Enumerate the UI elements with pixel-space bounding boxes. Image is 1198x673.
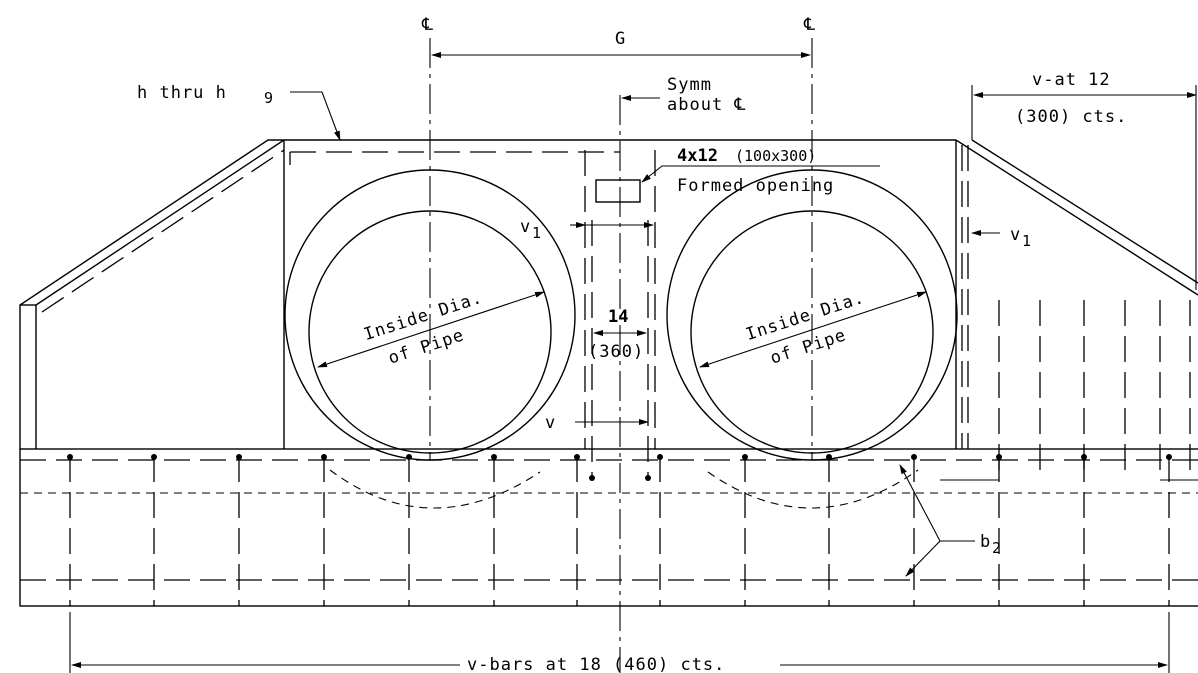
opening-metric-label: (100x300) — [735, 147, 816, 165]
centerline-symbol-left: ℄ — [421, 15, 434, 35]
left-wingwall — [19, 139, 285, 449]
dimension-360-label: (360) — [588, 342, 644, 362]
v-label: v — [545, 413, 556, 433]
b2-subscript: 2 — [992, 539, 1001, 557]
leader-formed-opening — [641, 165, 880, 183]
formed-opening — [595, 179, 641, 203]
center-stem-bars — [584, 150, 656, 478]
footing — [19, 448, 1198, 607]
centerline-symbol-right: ℄ — [803, 15, 816, 35]
opening-desc-label: Formed opening — [677, 176, 834, 196]
v1-right-subscript: 1 — [1022, 232, 1031, 250]
leader-b2-lower — [905, 540, 941, 577]
v1-left-subscript: 1 — [532, 224, 541, 242]
symm-label-line2: about ℄ — [667, 95, 746, 115]
dimension-g-label: G — [615, 29, 626, 49]
h-thru-label: h thru h — [137, 83, 227, 103]
leader-b2-upper — [899, 464, 975, 542]
top-mat-bar-dots — [67, 454, 1172, 481]
v-at-label-line1: v-at 12 — [1032, 70, 1111, 90]
vbars-label: v-bars at 18 (460) cts. — [467, 655, 725, 673]
dimension-inside-dia-right — [699, 291, 927, 368]
leader-h-thru-h9 — [290, 91, 341, 141]
right-wingwall — [940, 139, 1198, 481]
pipe-bedding-arc-right — [707, 469, 919, 509]
footing-vertical-bars — [69, 456, 1170, 606]
dimension-inside-dia-left — [317, 291, 545, 368]
symm-label-line1: Symm — [667, 75, 712, 95]
v1-right-label: v — [1010, 225, 1021, 245]
v-at-label-line2: (300) cts. — [1015, 107, 1127, 127]
v1-left-label: v — [520, 217, 531, 237]
pipe-bedding-arc-left — [329, 469, 541, 509]
h-thru-subscript: 9 — [264, 89, 273, 107]
b2-label: b — [980, 532, 991, 552]
dimension-14-label: 14 — [608, 307, 628, 327]
opening-size-label: 4x12 — [677, 146, 718, 166]
